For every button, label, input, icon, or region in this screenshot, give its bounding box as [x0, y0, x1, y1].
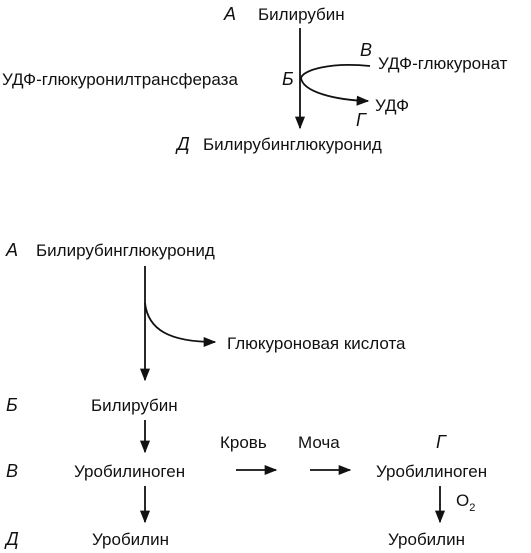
label-v-top: В	[360, 40, 372, 60]
bilirubin-glucuronide-bottom: Билирубинглюкуронид	[36, 241, 215, 260]
urine-label: Моча	[298, 433, 340, 452]
label-b-bottom: Б	[6, 395, 18, 415]
label-g-bottom: Г	[436, 432, 447, 452]
label-a-top: А	[223, 4, 236, 24]
udp: УДФ	[375, 96, 409, 115]
branch-arrow	[144, 302, 217, 348]
bilirubin-bottom: Билирубин	[91, 396, 178, 415]
udp-glucuronate: УДФ-глюкуронат	[378, 54, 508, 73]
label-a-bottom: А	[5, 240, 18, 260]
urobilinogen-right: Уробилиноген	[376, 462, 487, 481]
label-d-top: Д	[175, 134, 190, 154]
glucuronic-acid: Глюкуроновая кислота	[227, 334, 406, 353]
urobilinogen-left: Уробилиноген	[74, 462, 185, 481]
urobilin-right: Уробилин	[388, 530, 465, 549]
bilirubin-glucuronide-top: Билирубинглюкуронид	[203, 135, 382, 154]
label-g-top: Г	[356, 110, 367, 130]
label-v-bottom: В	[6, 461, 18, 481]
conjugation-scheme: А Билирубин УДФ-глюкуронилтрансфераза Б …	[2, 4, 508, 154]
label-b-top: Б	[282, 69, 294, 89]
blood-label: Кровь	[220, 433, 267, 452]
label-d-bottom: Д	[4, 529, 19, 549]
bilirubin-top: Билирубин	[258, 5, 345, 24]
cofactor-arc	[300, 64, 371, 106]
oxygen-label: O2	[456, 491, 475, 514]
enzyme-name: УДФ-глюкуронилтрансфераза	[2, 70, 238, 89]
urobilin-left: Уробилин	[92, 530, 169, 549]
degradation-scheme: А Билирубинглюкуронид Глюкуроновая кисло…	[4, 240, 487, 549]
